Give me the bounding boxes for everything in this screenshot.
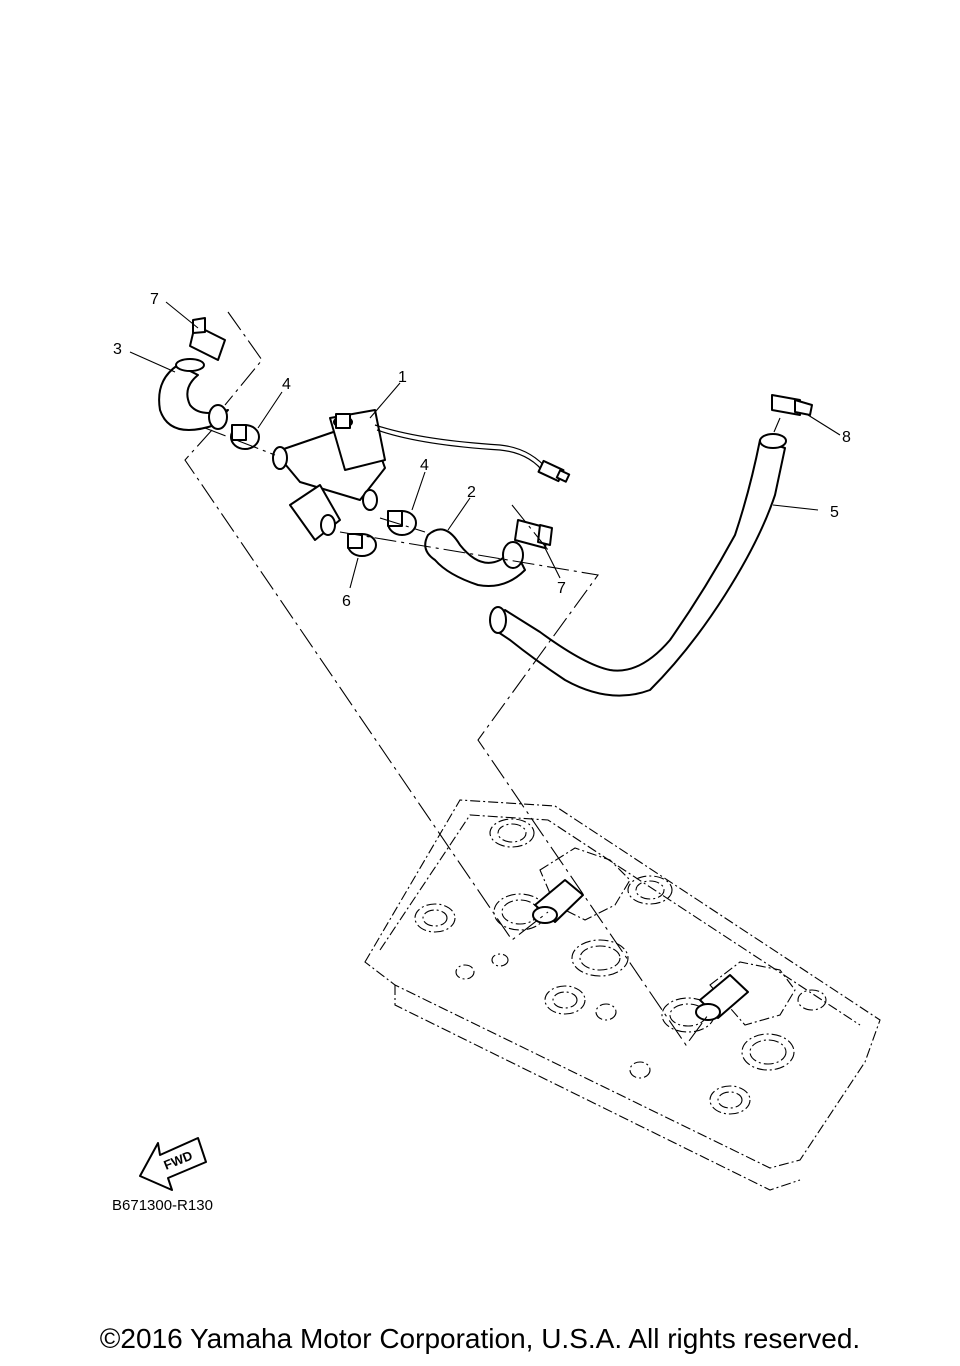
hose-2	[424, 528, 526, 587]
callouts: 7 3 4 1 4 2 8 5 7 6	[113, 291, 851, 610]
label-8: 8	[842, 429, 851, 446]
fwd-arrow-icon: FWD	[139, 1137, 207, 1191]
clamp-7-right	[514, 519, 553, 549]
air-cut-valve	[272, 409, 571, 541]
label-1: 1	[398, 369, 407, 386]
hose-5	[489, 433, 787, 697]
clamp-8	[771, 394, 813, 416]
label-5: 5	[830, 504, 839, 521]
clamp-4-right	[387, 510, 417, 536]
label-2: 2	[467, 484, 476, 501]
part-number: B671300-R130	[112, 1197, 213, 1214]
label-6: 6	[342, 593, 351, 610]
hose-3	[158, 358, 229, 431]
label-4a: 4	[282, 376, 291, 393]
label-4b: 4	[420, 457, 429, 474]
copyright-notice: ©2016 Yamaha Motor Corporation, U.S.A. A…	[99, 1323, 861, 1354]
leader-lines	[129, 301, 841, 589]
label-7b: 7	[557, 580, 566, 597]
label-7a: 7	[150, 291, 159, 308]
clamp-7-top	[189, 317, 226, 361]
clamp-4-left	[230, 424, 260, 450]
clamp-6	[347, 533, 377, 557]
cylinder-head	[364, 799, 881, 1191]
assembly-lines	[184, 311, 781, 1046]
label-3: 3	[113, 341, 122, 358]
